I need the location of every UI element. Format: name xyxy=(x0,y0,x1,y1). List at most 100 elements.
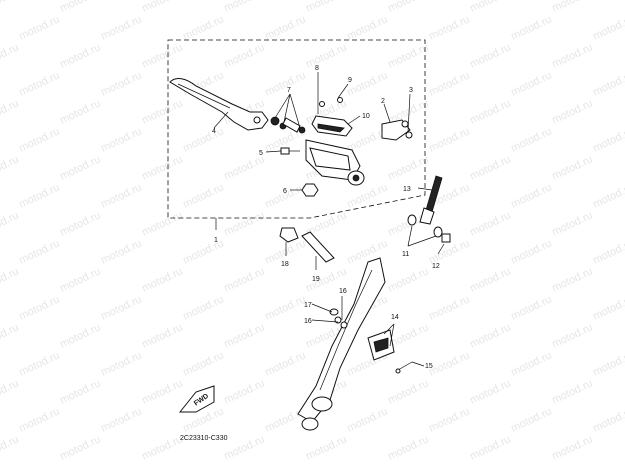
watermark-text: motod.ru xyxy=(427,125,471,154)
watermark-text: motod.ru xyxy=(181,13,225,42)
callout-labels: 1 2 3 4 5 6 7 8 9 10 11 12 13 14 15 16 1… xyxy=(212,65,440,370)
screw-5 xyxy=(280,147,300,155)
callout-13: 13 xyxy=(403,186,411,193)
hose-clamp-14 xyxy=(367,329,395,361)
brake-lever xyxy=(169,78,269,131)
watermark-text: motod.ru xyxy=(386,41,430,70)
watermark-text: motod.ru xyxy=(345,405,389,434)
callout-4: 4 xyxy=(212,128,216,135)
watermark-text: motod.ru xyxy=(591,125,625,154)
watermark-text: motod.ru xyxy=(509,405,553,434)
watermark-text: motod.ru xyxy=(17,293,61,322)
watermark-text: motod.ru xyxy=(222,209,266,238)
watermark-text: motod.ru xyxy=(0,321,21,350)
watermark-text: motod.ru xyxy=(263,349,307,378)
callout-11: 11 xyxy=(402,251,409,258)
callout-16b: 16 xyxy=(304,318,312,325)
watermark-text: motod.ru xyxy=(263,293,307,322)
callout-9: 9 xyxy=(348,77,352,84)
watermark-text: motod.ru xyxy=(140,41,184,70)
watermark-text: motod.ru xyxy=(17,69,61,98)
callout-3: 3 xyxy=(409,87,413,94)
watermark-text: motod.ru xyxy=(591,293,625,322)
fwd-arrow-icon: FWD xyxy=(178,385,215,413)
callout-18: 18 xyxy=(281,261,289,268)
watermark-text: motod.ru xyxy=(345,181,389,210)
watermark-text: motod.ru xyxy=(550,97,594,126)
watermark-text: motod.ru xyxy=(468,433,512,462)
watermark-text: motod.ru xyxy=(222,321,266,350)
watermark-text: motod.ru xyxy=(468,0,512,15)
watermark-text: motod.ru xyxy=(181,125,225,154)
watermark-text: motod.ru xyxy=(58,265,102,294)
watermark-text: motod.ru xyxy=(468,209,512,238)
watermark-text: motod.ru xyxy=(99,125,143,154)
watermark-text: motod.ru xyxy=(550,377,594,406)
watermark-text: motod.ru xyxy=(263,69,307,98)
watermark-text: motod.ru xyxy=(181,181,225,210)
watermark-text: motod.ru xyxy=(591,181,625,210)
watermark-text: motod.ru xyxy=(58,97,102,126)
watermark-text: motod.ru xyxy=(509,237,553,266)
piston-kit xyxy=(270,116,306,134)
watermark-text: motod.ru xyxy=(263,13,307,42)
watermark-text: motod.ru xyxy=(304,433,348,462)
watermark-text: motod.ru xyxy=(99,405,143,434)
watermark-text: motod.ru xyxy=(140,97,184,126)
callout-10: 10 xyxy=(362,113,370,120)
watermark-text: motod.ru xyxy=(99,69,143,98)
watermark-text: motod.ru xyxy=(468,321,512,350)
watermark-text: motod.ru xyxy=(58,153,102,182)
stop-switch-18 xyxy=(279,227,299,243)
callout-12: 12 xyxy=(432,263,440,270)
callout-16: 16 xyxy=(339,288,347,295)
watermark-text: motod.ru xyxy=(17,237,61,266)
watermark-text: motod.ru xyxy=(345,69,389,98)
watermark-text: motod.ru xyxy=(99,293,143,322)
assembly-boundary xyxy=(167,39,426,219)
watermark-text: motod.ru xyxy=(386,265,430,294)
watermark-text: motod.ru xyxy=(0,97,21,126)
watermark-text: motod.ru xyxy=(509,293,553,322)
watermark-text: motod.ru xyxy=(304,0,348,15)
watermark-text: motod.ru xyxy=(550,41,594,70)
watermark-text: motod.ru xyxy=(99,349,143,378)
watermark-text: motod.ru xyxy=(181,237,225,266)
watermark-text: motod.ru xyxy=(591,237,625,266)
mirror-holder xyxy=(381,119,413,141)
watermark-text: motod.ru xyxy=(58,321,102,350)
watermark-text: motod.ru xyxy=(58,0,102,15)
callout-15: 15 xyxy=(425,363,433,370)
watermark-text: motod.ru xyxy=(427,69,471,98)
watermark-text: motod.ru xyxy=(58,433,102,462)
brake-hose-13 xyxy=(419,175,443,225)
watermark-text: motod.ru xyxy=(0,209,21,238)
watermark-text: motod.ru xyxy=(140,209,184,238)
watermark-text: motod.ru xyxy=(222,433,266,462)
watermark-text: motod.ru xyxy=(386,0,430,15)
diagram-code: 2C23310-C330 xyxy=(180,435,228,442)
watermark-text: motod.ru xyxy=(0,0,21,15)
watermark-text: motod.ru xyxy=(468,153,512,182)
watermark-text: motod.ru xyxy=(509,349,553,378)
watermark-text: motod.ru xyxy=(222,41,266,70)
watermark-text: motod.ru xyxy=(181,293,225,322)
watermark-text: motod.ru xyxy=(17,405,61,434)
watermark-text: motod.ru xyxy=(304,41,348,70)
watermark-text: motod.ru xyxy=(222,265,266,294)
watermark-text: motod.ru xyxy=(99,13,143,42)
watermark-text: motod.ru xyxy=(140,265,184,294)
watermark-text: motod.ru xyxy=(550,209,594,238)
callout-1: 1 xyxy=(214,237,218,244)
watermark-text: motod.ru xyxy=(181,349,225,378)
watermark-text: motod.ru xyxy=(468,97,512,126)
watermark-text: motod.ru xyxy=(0,153,21,182)
watermark-text: motod.ru xyxy=(17,181,61,210)
watermark-text: motod.ru xyxy=(140,321,184,350)
callout-19: 19 xyxy=(312,276,320,283)
watermark-text: motod.ru xyxy=(222,0,266,15)
watermark-text: motod.ru xyxy=(58,377,102,406)
watermark-text: motod.ru xyxy=(386,433,430,462)
